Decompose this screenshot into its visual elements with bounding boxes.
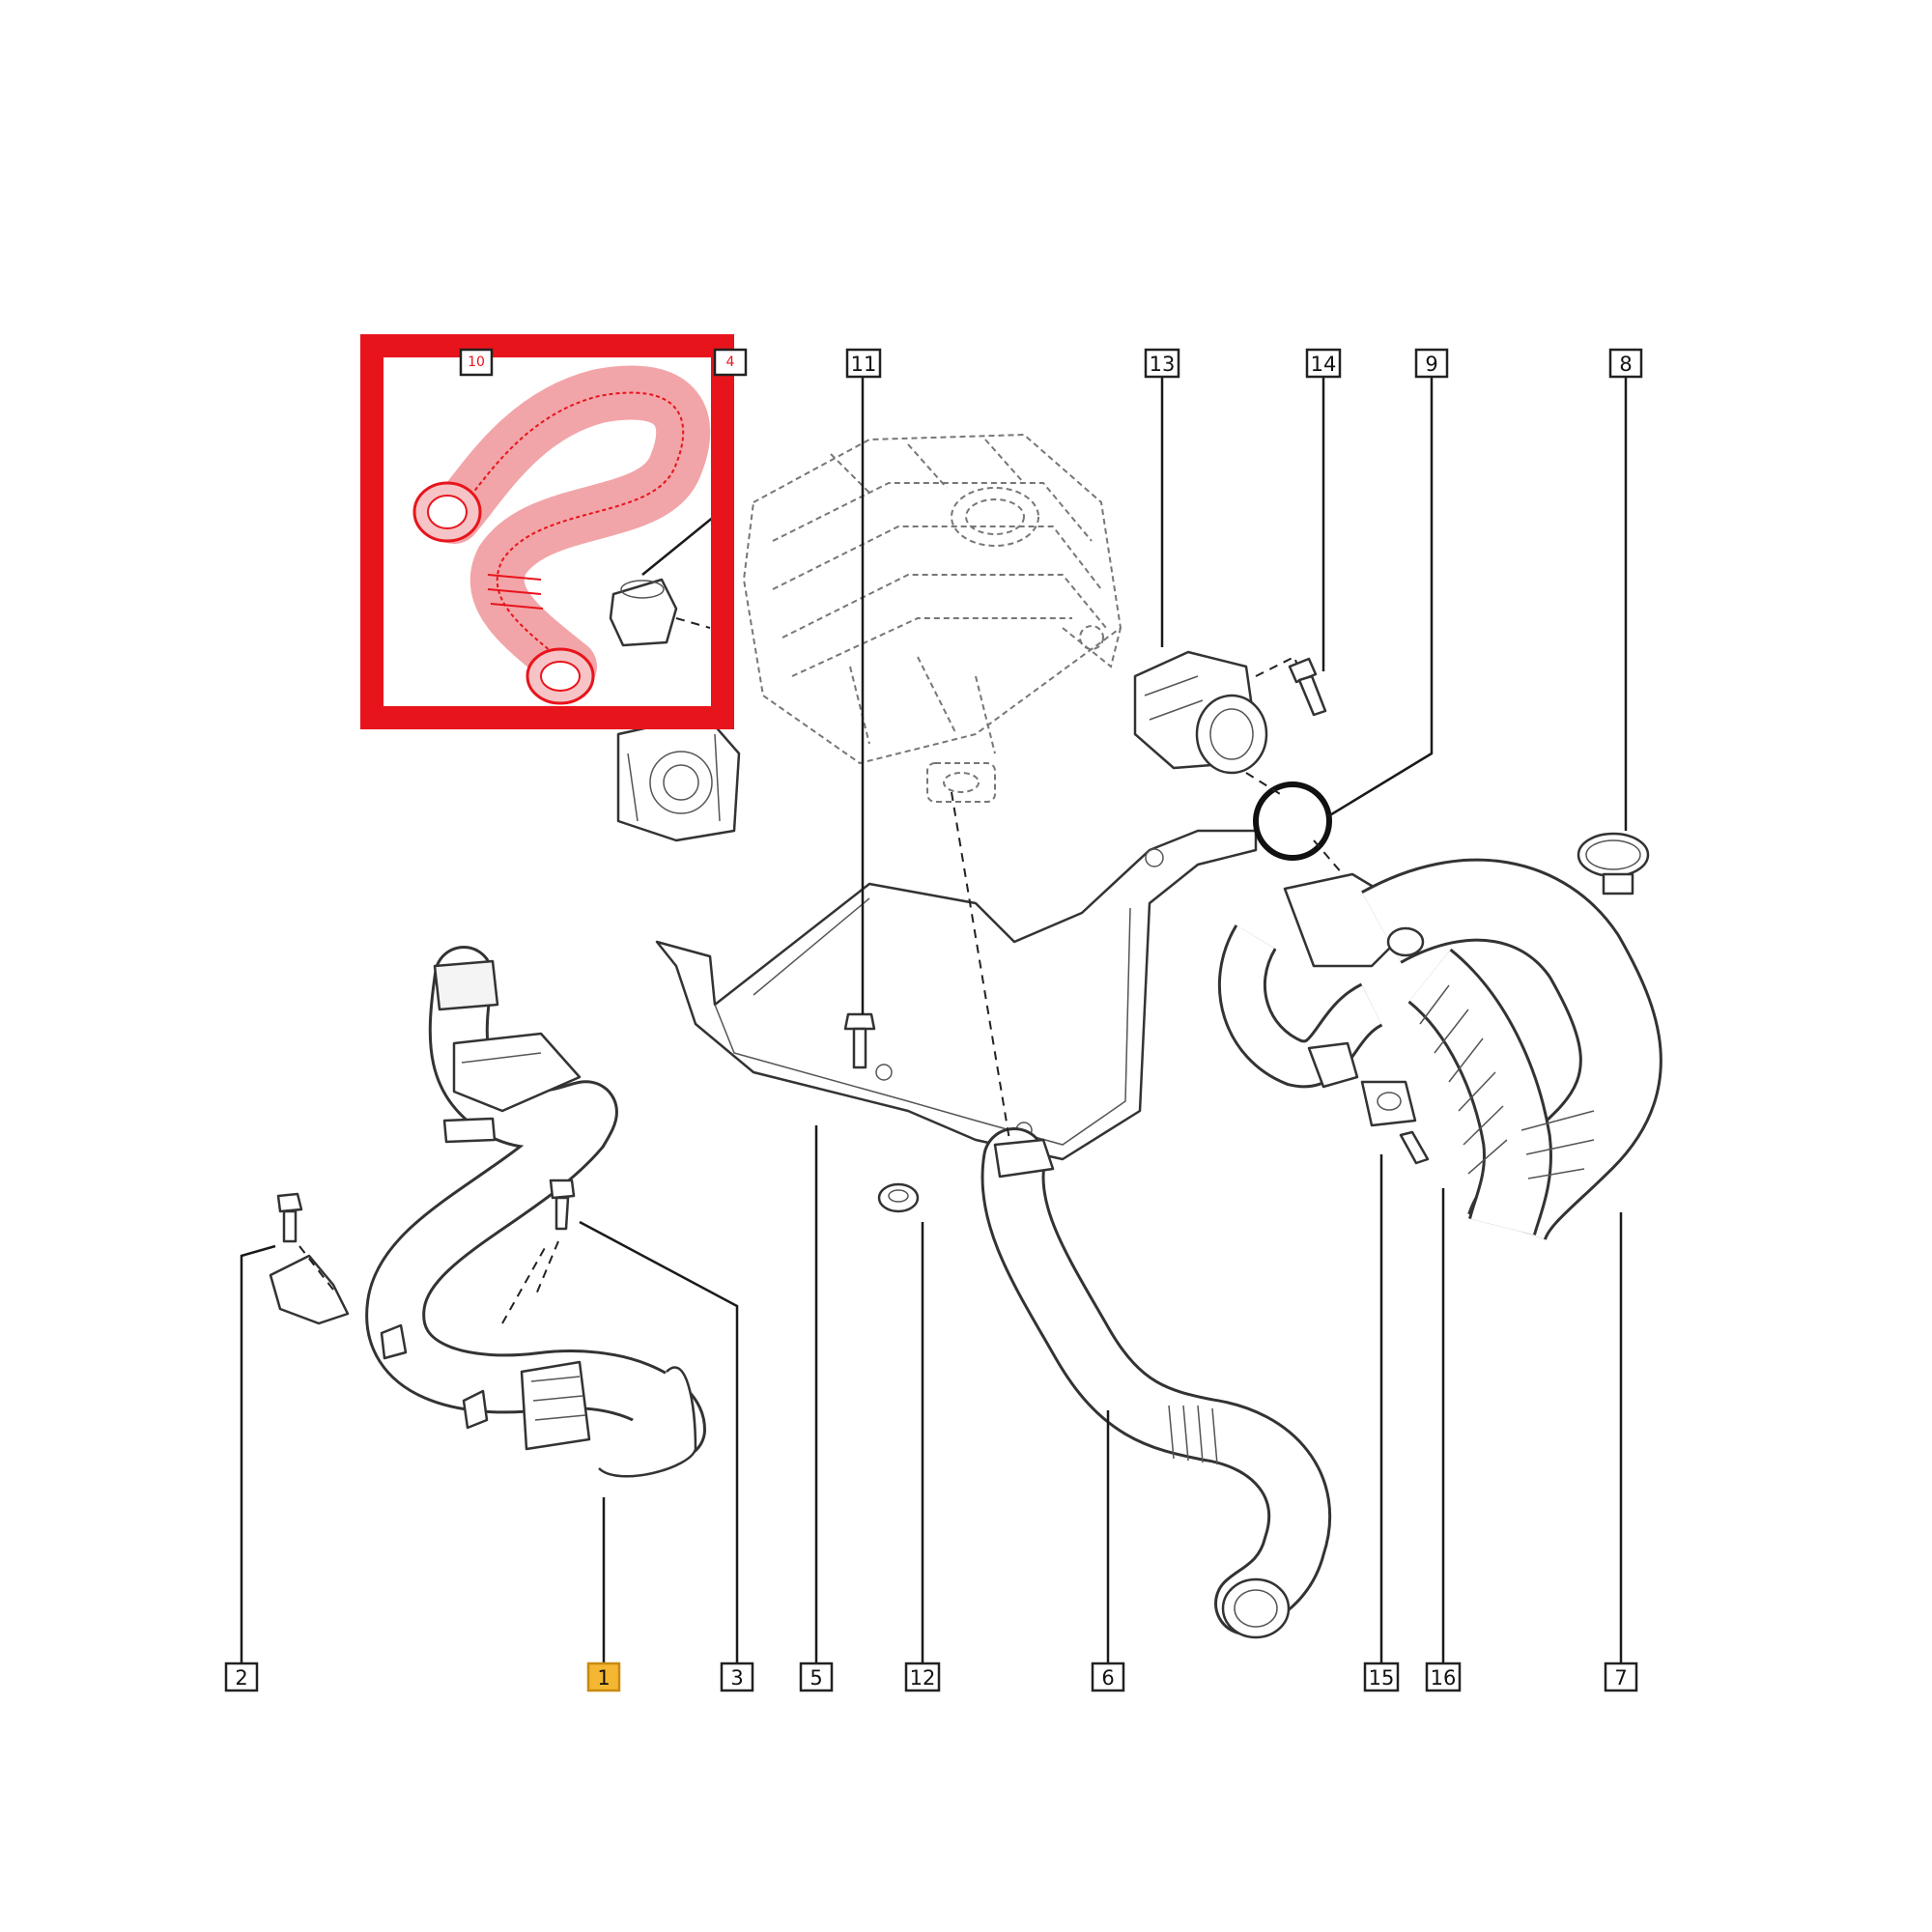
label-15-text: 15 [1369, 1666, 1395, 1690]
highlighted-hose [412, 365, 711, 705]
label-12[interactable]: 12 [904, 1662, 941, 1692]
label-3[interactable]: 3 [720, 1662, 754, 1692]
label-6[interactable]: 6 [1091, 1662, 1125, 1692]
engine-block [742, 433, 1122, 803]
label-1-text: 1 [597, 1666, 610, 1690]
label-7-text: 7 [1614, 1666, 1627, 1690]
highlight-frame [360, 334, 734, 729]
label-12-text: 12 [910, 1666, 936, 1690]
pipe-7 [1218, 858, 1662, 1242]
sensor-4 [609, 511, 721, 647]
label-8[interactable]: 8 [1608, 348, 1643, 379]
label-9-text: 9 [1425, 353, 1437, 376]
grommet-12 [877, 1182, 920, 1213]
label-11-text: 11 [851, 353, 877, 376]
o-ring-9 [1245, 772, 1344, 875]
label-16-text: 16 [1431, 1666, 1457, 1690]
label-2[interactable]: 2 [224, 1662, 259, 1692]
label-10-text: 10 [468, 355, 485, 370]
label-5[interactable]: 5 [799, 1662, 834, 1692]
throttle-body [616, 713, 741, 842]
clamp-8 [1516, 832, 1650, 948]
label-14-text: 14 [1311, 353, 1337, 376]
leader-lines [240, 375, 1628, 1663]
label-5-text: 5 [810, 1666, 822, 1690]
pipe-1 [365, 946, 706, 1478]
label-8-text: 8 [1619, 353, 1632, 376]
label-7[interactable]: 7 [1604, 1662, 1638, 1692]
label-13-text: 13 [1150, 353, 1176, 376]
label-14[interactable]: 14 [1305, 348, 1342, 379]
maf-sensor-13 [1133, 650, 1305, 775]
label-9[interactable]: 9 [1414, 348, 1449, 379]
label-2-text: 2 [235, 1666, 247, 1690]
label-16[interactable]: 16 [1425, 1662, 1462, 1692]
pipe-6 [951, 791, 1332, 1639]
label-4-text: 4 [726, 355, 735, 370]
bolt-11 [843, 1012, 876, 1069]
label-4-box [713, 348, 748, 377]
bolt-3 [535, 1179, 576, 1295]
label-3-text: 3 [730, 1666, 743, 1690]
bolt-2 [269, 1192, 350, 1325]
label-13[interactable]: 13 [1144, 348, 1180, 379]
label-6-text: 6 [1101, 1666, 1114, 1690]
bolt-14 [1288, 657, 1327, 717]
label-10-box [459, 348, 494, 377]
label-15[interactable]: 15 [1363, 1662, 1400, 1692]
label-11[interactable]: 11 [845, 348, 882, 379]
label-1[interactable]: 1 [586, 1662, 621, 1692]
bracket-5 [655, 829, 1258, 1161]
